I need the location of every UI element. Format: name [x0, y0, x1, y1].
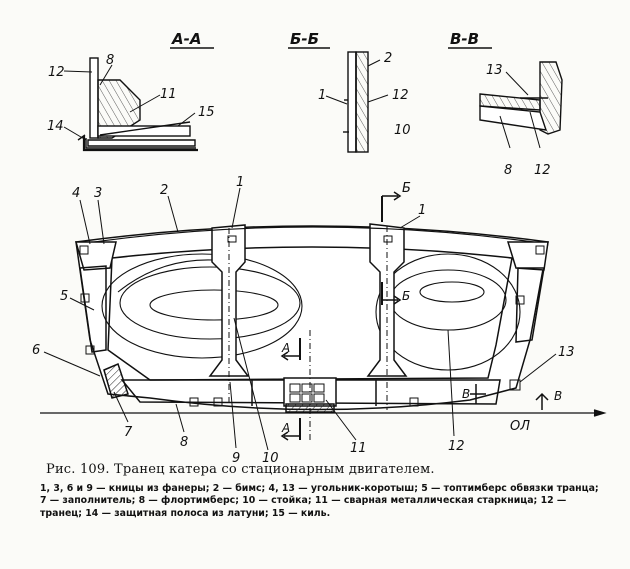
marker-v-right: В [554, 389, 562, 403]
label-10-bb: 10 [394, 123, 411, 138]
label-7-main: 7 [124, 425, 133, 440]
marker-b-bottom: Б [402, 289, 410, 303]
label-6-main: 6 [32, 343, 40, 358]
label-11-aa: 11 [160, 87, 177, 102]
transom-main-view [40, 187, 607, 451]
marker-v-left: В [462, 387, 470, 401]
label-10-main: 10 [262, 451, 279, 462]
label-1-main-right: 1 [418, 203, 426, 218]
label-2-main: 2 [160, 183, 168, 198]
label-13-main: 13 [558, 345, 575, 360]
label-8-aa: 8 [106, 53, 114, 68]
label-13-vv: 13 [486, 63, 503, 78]
section-aa-view [63, 57, 198, 152]
marker-b-top: Б [402, 181, 411, 196]
label-1-bb: 1 [318, 88, 326, 103]
label-8-vv: 8 [504, 163, 512, 178]
label-8-main: 8 [180, 435, 188, 450]
label-11-main: 11 [350, 441, 367, 456]
label-1-main-left: 1 [236, 175, 244, 190]
label-9-main: 9 [232, 451, 240, 462]
label-2-bb: 2 [384, 51, 392, 66]
label-12-bb: 12 [392, 88, 409, 103]
waterline-label: ОЛ [510, 419, 530, 434]
label-14-aa: 14 [47, 119, 64, 134]
figure-caption: Рис. 109. Транец катера со стационарным … [40, 462, 600, 520]
marker-a-top: А [281, 341, 290, 355]
label-12-main: 12 [448, 439, 465, 454]
section-aa-title: А-А [171, 30, 201, 48]
caption-title: Рис. 109. Транец катера со стационарным … [46, 462, 435, 477]
section-vv-view [479, 61, 563, 149]
label-12-aa: 12 [48, 65, 65, 80]
label-4-main: 4 [72, 186, 80, 201]
label-3-main: 3 [94, 186, 102, 201]
label-5-main: 5 [60, 289, 68, 304]
caption-legend: 1, 3, 6 и 9 — кницы из фанеры; 2 — бимс;… [40, 483, 599, 519]
section-bb-view [325, 51, 389, 153]
marker-a-bottom: А [281, 421, 290, 435]
transom-drawing: А-А 12 8 11 15 14 Б-Б 2 12 1 10 В-В 13 8… [32, 30, 607, 462]
label-12-vv: 12 [534, 163, 551, 178]
label-15-aa: 15 [198, 105, 215, 120]
section-bb-title: Б-Б [290, 30, 319, 48]
section-vv-title: В-В [450, 30, 479, 48]
